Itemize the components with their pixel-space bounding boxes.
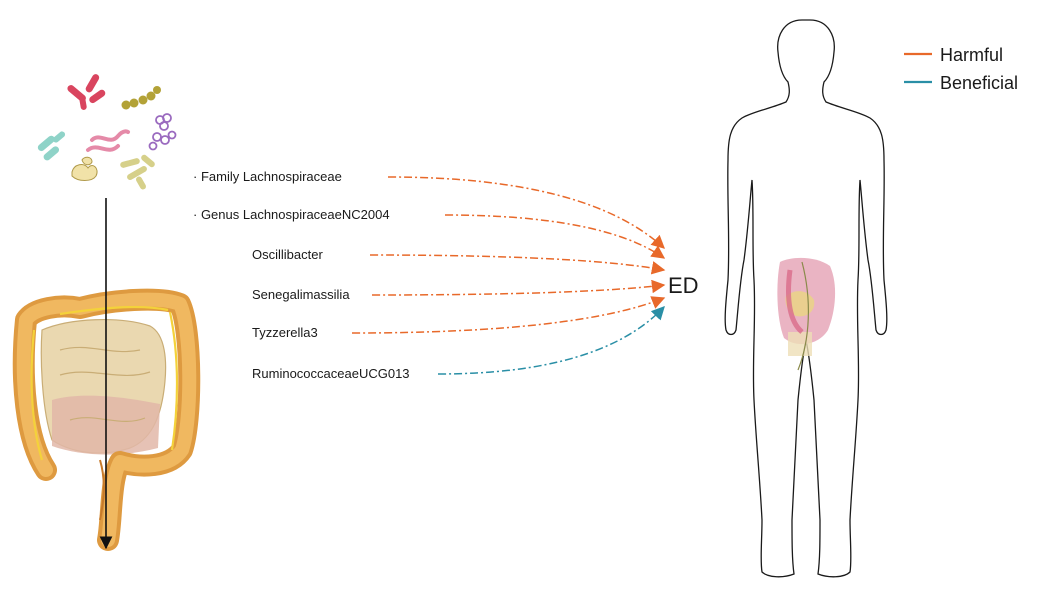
taxon-label: · Family Lachnospiraceae [193, 169, 342, 184]
legend-beneficial-label: Beneficial [940, 73, 1018, 93]
taxon-label: Senegalimassilia [252, 287, 350, 302]
taxon-arrow-harmful [371, 279, 666, 296]
legend-harmful-label: Harmful [940, 45, 1003, 65]
large-intestine-icon [12, 288, 201, 551]
taxon-arrow-harmful [387, 176, 665, 249]
taxon-arrow-beneficial [437, 306, 665, 375]
taxon-arrow-harmful [369, 254, 666, 275]
taxa-group: · Family Lachnospiraceae · Genus Lachnosp… [193, 169, 666, 381]
taxon-arrow-harmful [444, 214, 666, 259]
taxon-label: · Genus LachnospiraceaeNC2004 [193, 207, 390, 222]
target-label-ed: ED [668, 273, 699, 298]
taxon-arrow-harmful [351, 296, 666, 334]
taxon-label: RuminococcaceaeUCG013 [252, 366, 410, 381]
taxon-label: Oscillibacter [252, 247, 323, 262]
legend: Harmful Beneficial [904, 45, 1018, 93]
bacteria-cluster-icon [37, 74, 177, 190]
taxon-label: Tyzzerella3 [252, 325, 318, 340]
organs-overlay-icon [777, 257, 836, 371]
